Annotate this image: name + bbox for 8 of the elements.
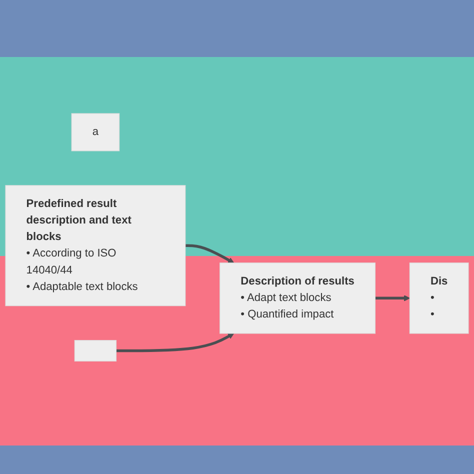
node-box: Dis • • — [409, 262, 469, 334]
arrow — [116, 332, 234, 352]
node-box: Predefined result description and text blocks • According to ISO 14040/44 • Adaptable text blocks — [5, 184, 186, 306]
node-box: Description of results • Adapt text blocks • Quantified impact — [220, 262, 376, 334]
arrow — [185, 244, 234, 263]
node-box: a — [71, 112, 120, 151]
node-box — [74, 340, 117, 362]
arrow — [375, 294, 410, 301]
